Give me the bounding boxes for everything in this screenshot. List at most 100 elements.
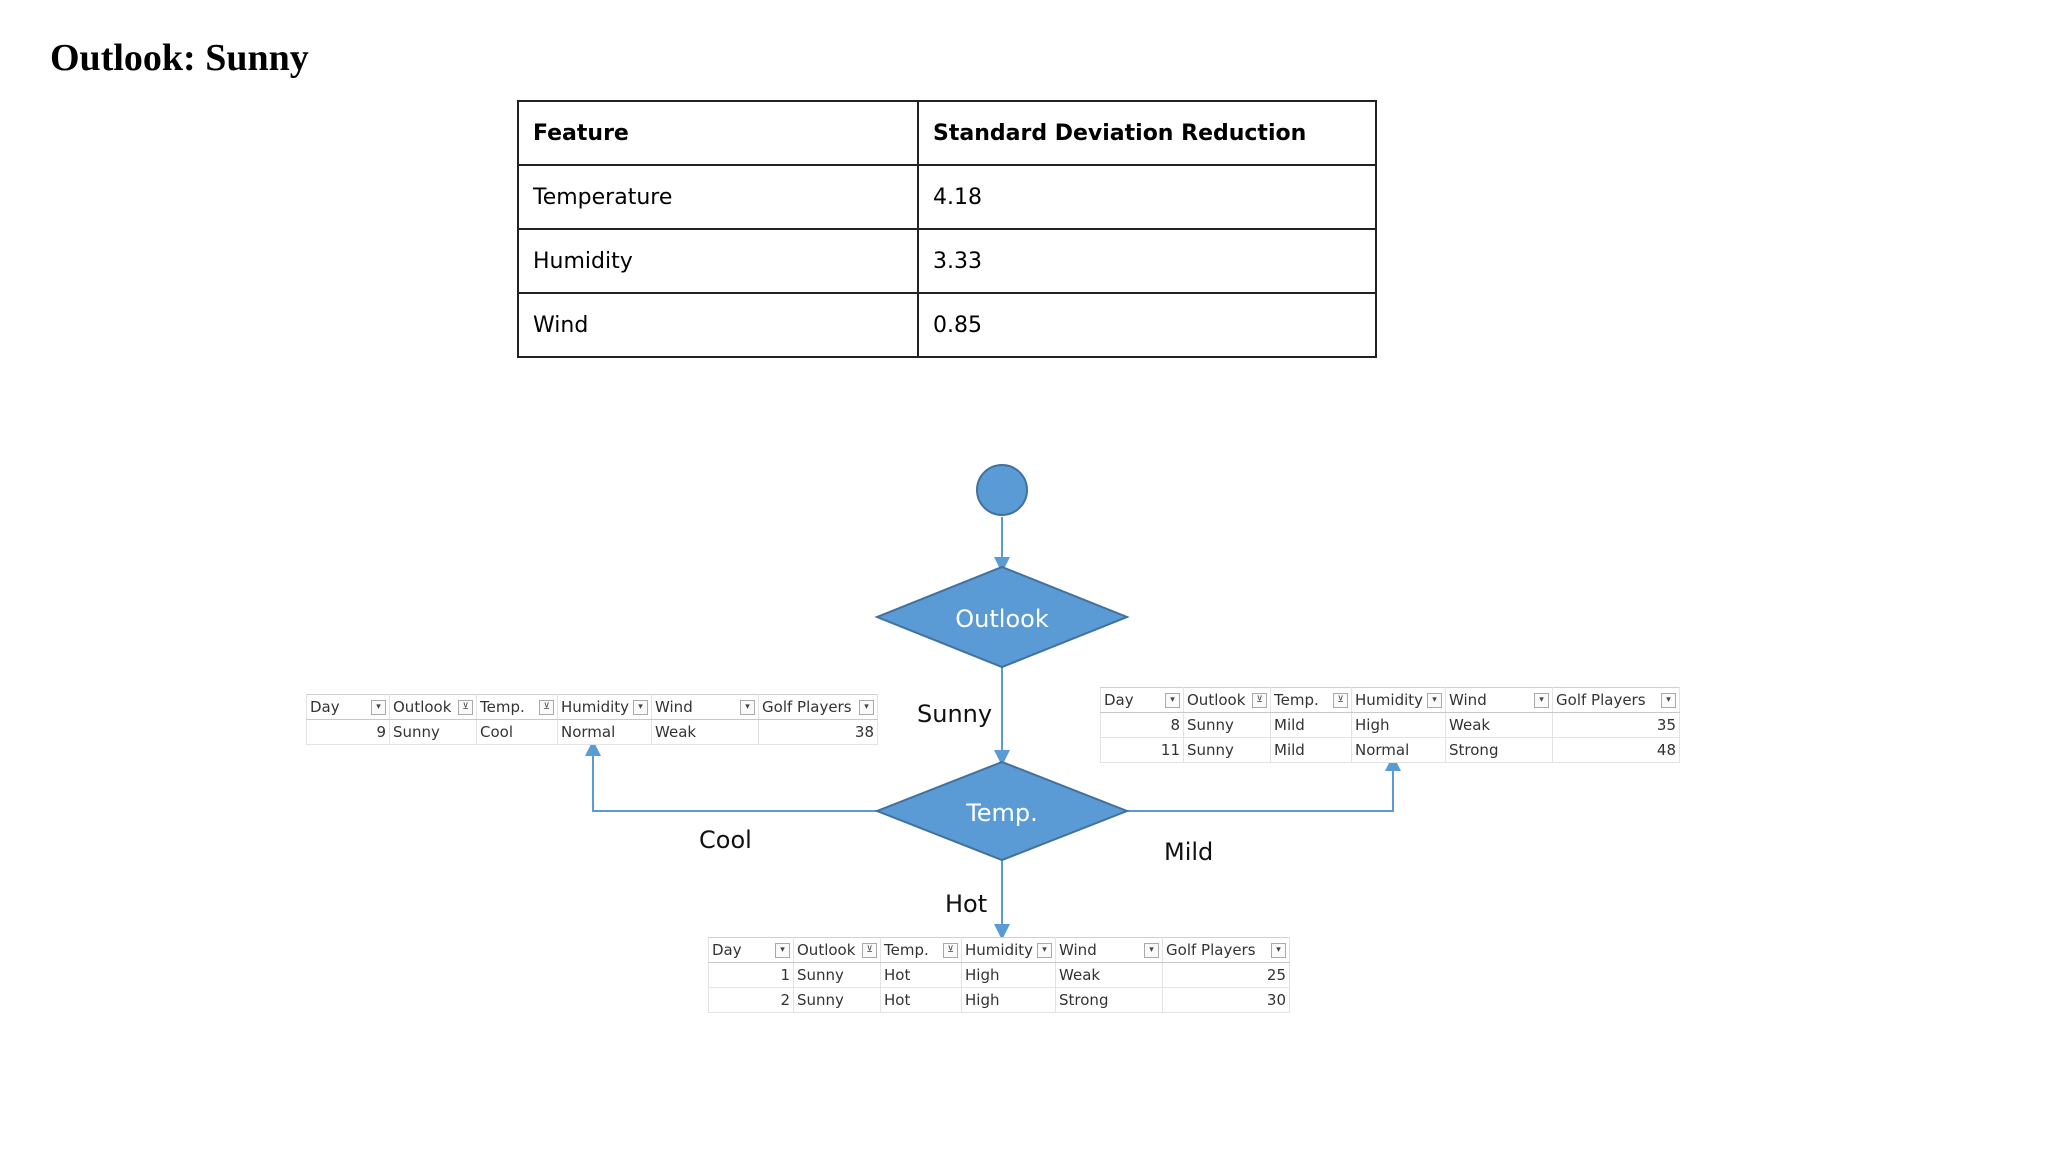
edge-cool [585, 740, 877, 812]
filter-dropdown-icon[interactable]: ▾ [859, 699, 874, 715]
hot-subset-table: Day▾ Outlook⊻ Temp.⊻ Humidity▾ Wind▾ Gol… [708, 937, 1290, 1013]
feature-cell: Temperature [517, 164, 919, 230]
temp-cell: Hot [880, 962, 962, 988]
filter-dropdown-icon[interactable]: ▾ [775, 942, 790, 958]
col-header-humidity: Humidity [1355, 691, 1424, 709]
outlook-cell: Sunny [793, 962, 881, 988]
edge-label-hot: Hot [945, 890, 988, 918]
subset-header-row: Day▾ Outlook⊻ Temp.⊻ Humidity▾ Wind▾ Gol… [306, 694, 878, 720]
edge-mild [1127, 755, 1401, 812]
filter-dropdown-icon[interactable]: ▾ [1165, 692, 1180, 708]
col-header-wind: Wind [1449, 691, 1487, 709]
humidity-cell: High [961, 987, 1057, 1013]
sdr-value-cell: 3.33 [917, 228, 1377, 294]
mild-subset-table: Day▾ Outlook⊻ Temp.⊻ Humidity▾ Wind▾ Gol… [1100, 687, 1680, 763]
filter-dropdown-icon[interactable]: ▾ [1144, 942, 1160, 958]
col-header-golf-players: Golf Players [1166, 941, 1256, 959]
wind-cell: Weak [1055, 962, 1164, 988]
feature-cell: Wind [517, 292, 919, 358]
outlook-node-label: Outlook [955, 605, 1049, 633]
table-row: 2 Sunny Hot High Strong 30 [708, 987, 1290, 1013]
cool-subset-table: Day▾ Outlook⊻ Temp.⊻ Humidity▾ Wind▾ Gol… [306, 694, 878, 745]
col-header-day: Day [1104, 691, 1134, 709]
table-row: Wind 0.85 [517, 292, 1377, 358]
col-header-humidity: Humidity [561, 698, 630, 716]
col-header-golf-players: Golf Players [1556, 691, 1646, 709]
table-row: 9 Sunny Cool Normal Weak 38 [306, 719, 878, 745]
wind-cell: Weak [651, 719, 760, 745]
col-header-outlook: Outlook [797, 941, 856, 959]
filter-active-icon[interactable]: ⊻ [862, 942, 877, 958]
edge-label-mild: Mild [1164, 838, 1214, 866]
filter-dropdown-icon[interactable]: ▾ [1271, 942, 1286, 958]
table-row: 11 Sunny Mild Normal Strong 48 [1100, 737, 1680, 763]
page-title: Outlook: Sunny [50, 37, 309, 79]
filter-dropdown-icon[interactable]: ▾ [1427, 692, 1443, 708]
filter-dropdown-icon[interactable]: ▾ [1037, 942, 1053, 958]
wind-cell: Strong [1055, 987, 1164, 1013]
outlook-cell: Sunny [1183, 737, 1271, 763]
feature-cell: Humidity [517, 228, 919, 294]
filter-dropdown-icon[interactable]: ▾ [1534, 692, 1550, 708]
day-cell: 2 [708, 987, 794, 1013]
col-header-humidity: Humidity [965, 941, 1034, 959]
day-cell: 1 [708, 962, 794, 988]
outlook-cell: Sunny [389, 719, 477, 745]
outlook-cell: Sunny [1183, 712, 1271, 738]
golf-players-cell: 25 [1162, 962, 1290, 988]
golf-players-cell: 48 [1552, 737, 1680, 763]
col-header-temp: Temp. [1274, 691, 1319, 709]
filter-dropdown-icon[interactable]: ▾ [1661, 692, 1676, 708]
sdr-table: Feature Standard Deviation Reduction Tem… [517, 100, 1377, 358]
table-row: 8 Sunny Mild High Weak 35 [1100, 712, 1680, 738]
sdr-value-cell: 0.85 [917, 292, 1377, 358]
filter-active-icon[interactable]: ⊻ [1252, 692, 1267, 708]
col-header-temp: Temp. [480, 698, 525, 716]
outlook-node [874, 565, 1130, 669]
edge-label-cool: Cool [699, 826, 752, 854]
day-cell: 9 [306, 719, 390, 745]
filter-active-icon[interactable]: ⊻ [1333, 692, 1348, 708]
wind-cell: Strong [1445, 737, 1554, 763]
col-header-outlook: Outlook [1187, 691, 1246, 709]
edge-label-sunny: Sunny [917, 700, 993, 728]
subset-header-row: Day▾ Outlook⊻ Temp.⊻ Humidity▾ Wind▾ Gol… [708, 937, 1290, 963]
root-node [976, 464, 1028, 516]
filter-dropdown-icon[interactable]: ▾ [371, 699, 386, 715]
sdr-table-header: Feature Standard Deviation Reduction [517, 100, 1377, 166]
day-cell: 11 [1100, 737, 1184, 763]
sdr-header-sdr: Standard Deviation Reduction [917, 100, 1377, 166]
col-header-temp: Temp. [884, 941, 929, 959]
temp-node-label: Temp. [965, 799, 1038, 827]
filter-dropdown-icon[interactable]: ▾ [633, 699, 649, 715]
subset-header-row: Day▾ Outlook⊻ Temp.⊻ Humidity▾ Wind▾ Gol… [1100, 687, 1680, 713]
outlook-cell: Sunny [793, 987, 881, 1013]
sdr-header-feature: Feature [517, 100, 919, 166]
golf-players-cell: 35 [1552, 712, 1680, 738]
filter-active-icon[interactable]: ⊻ [943, 942, 958, 958]
col-header-outlook: Outlook [393, 698, 452, 716]
col-header-day: Day [310, 698, 340, 716]
humidity-cell: Normal [1351, 737, 1447, 763]
table-row: Temperature 4.18 [517, 164, 1377, 230]
col-header-wind: Wind [655, 698, 693, 716]
filter-active-icon[interactable]: ⊻ [458, 699, 473, 715]
temp-node [874, 760, 1130, 862]
table-row: Humidity 3.33 [517, 228, 1377, 294]
day-cell: 8 [1100, 712, 1184, 738]
wind-cell: Weak [1445, 712, 1554, 738]
temp-cell: Hot [880, 987, 962, 1013]
sdr-value-cell: 4.18 [917, 164, 1377, 230]
col-header-wind: Wind [1059, 941, 1097, 959]
filter-dropdown-icon[interactable]: ▾ [740, 699, 756, 715]
filter-active-icon[interactable]: ⊻ [539, 699, 554, 715]
temp-cell: Cool [476, 719, 558, 745]
golf-players-cell: 30 [1162, 987, 1290, 1013]
temp-cell: Mild [1270, 712, 1352, 738]
humidity-cell: High [961, 962, 1057, 988]
temp-cell: Mild [1270, 737, 1352, 763]
golf-players-cell: 38 [758, 719, 878, 745]
col-header-golf-players: Golf Players [762, 698, 852, 716]
col-header-day: Day [712, 941, 742, 959]
